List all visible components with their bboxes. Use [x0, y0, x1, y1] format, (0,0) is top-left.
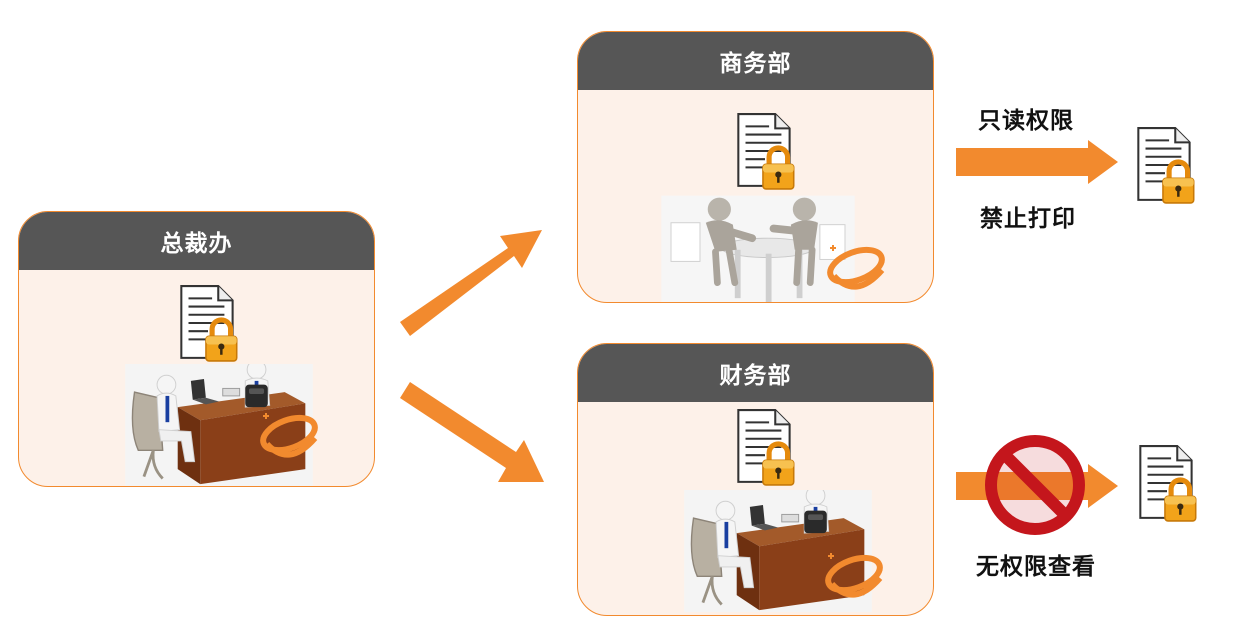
- locked-document-icon: [177, 284, 239, 364]
- no-entry-icon: [985, 435, 1085, 535]
- finance-dept-panel: 财务部: [577, 343, 934, 616]
- locked-document-icon: [734, 408, 796, 488]
- business-dept-panel: 商务部: [577, 31, 934, 303]
- business-permission-bottom-label: 禁止打印: [980, 206, 1076, 232]
- brand-logo-icon: [259, 408, 321, 468]
- finance-dept-title: 财务部: [578, 344, 933, 402]
- locked-document-icon: [734, 112, 796, 192]
- finance-permission-label: 无权限查看: [976, 554, 1096, 580]
- brand-logo-icon: [826, 240, 888, 300]
- executive-office-title: 总裁办: [19, 212, 374, 270]
- business-dept-title: 商务部: [578, 32, 933, 90]
- arrow-to-finance-icon: [400, 382, 544, 482]
- locked-document-icon: [1136, 444, 1198, 524]
- locked-document-icon: [1134, 126, 1196, 206]
- executive-office-panel: 总裁办: [18, 211, 375, 487]
- arrow-to-business-doc-icon: [956, 140, 1118, 184]
- business-permission-top-label: 只读权限: [978, 108, 1074, 134]
- brand-logo-icon: [824, 548, 886, 608]
- arrow-to-business-icon: [400, 230, 542, 336]
